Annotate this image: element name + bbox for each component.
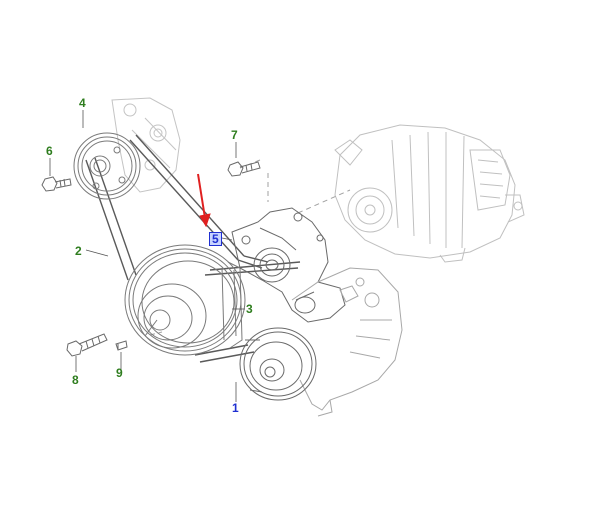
callout-9: 9 xyxy=(116,366,123,380)
bolt-6 xyxy=(41,176,72,192)
drive-belt xyxy=(85,134,301,363)
alternator xyxy=(334,124,525,263)
bolt-8 xyxy=(66,333,108,357)
callout-2: 2 xyxy=(75,244,82,258)
callout-4: 4 xyxy=(79,96,86,110)
dowel-9 xyxy=(115,340,128,351)
ac-compressor xyxy=(291,267,403,417)
crankshaft-pulley xyxy=(124,244,246,356)
callout-3: 3 xyxy=(246,302,253,316)
ac-compressor-pulley xyxy=(239,327,317,401)
power-steering-pump xyxy=(111,97,181,193)
pulley-power-steering xyxy=(73,132,141,200)
callout-1: 1 xyxy=(232,401,239,415)
callout-7: 7 xyxy=(231,128,238,142)
callout-5-highlighted: 5 xyxy=(209,232,222,246)
belt-tensioner xyxy=(231,207,346,323)
callout-8: 8 xyxy=(72,373,79,387)
callout-6: 6 xyxy=(46,144,53,158)
bolt-7 xyxy=(227,161,261,177)
leader-lines xyxy=(49,110,245,402)
highlight-arrow xyxy=(197,173,211,228)
